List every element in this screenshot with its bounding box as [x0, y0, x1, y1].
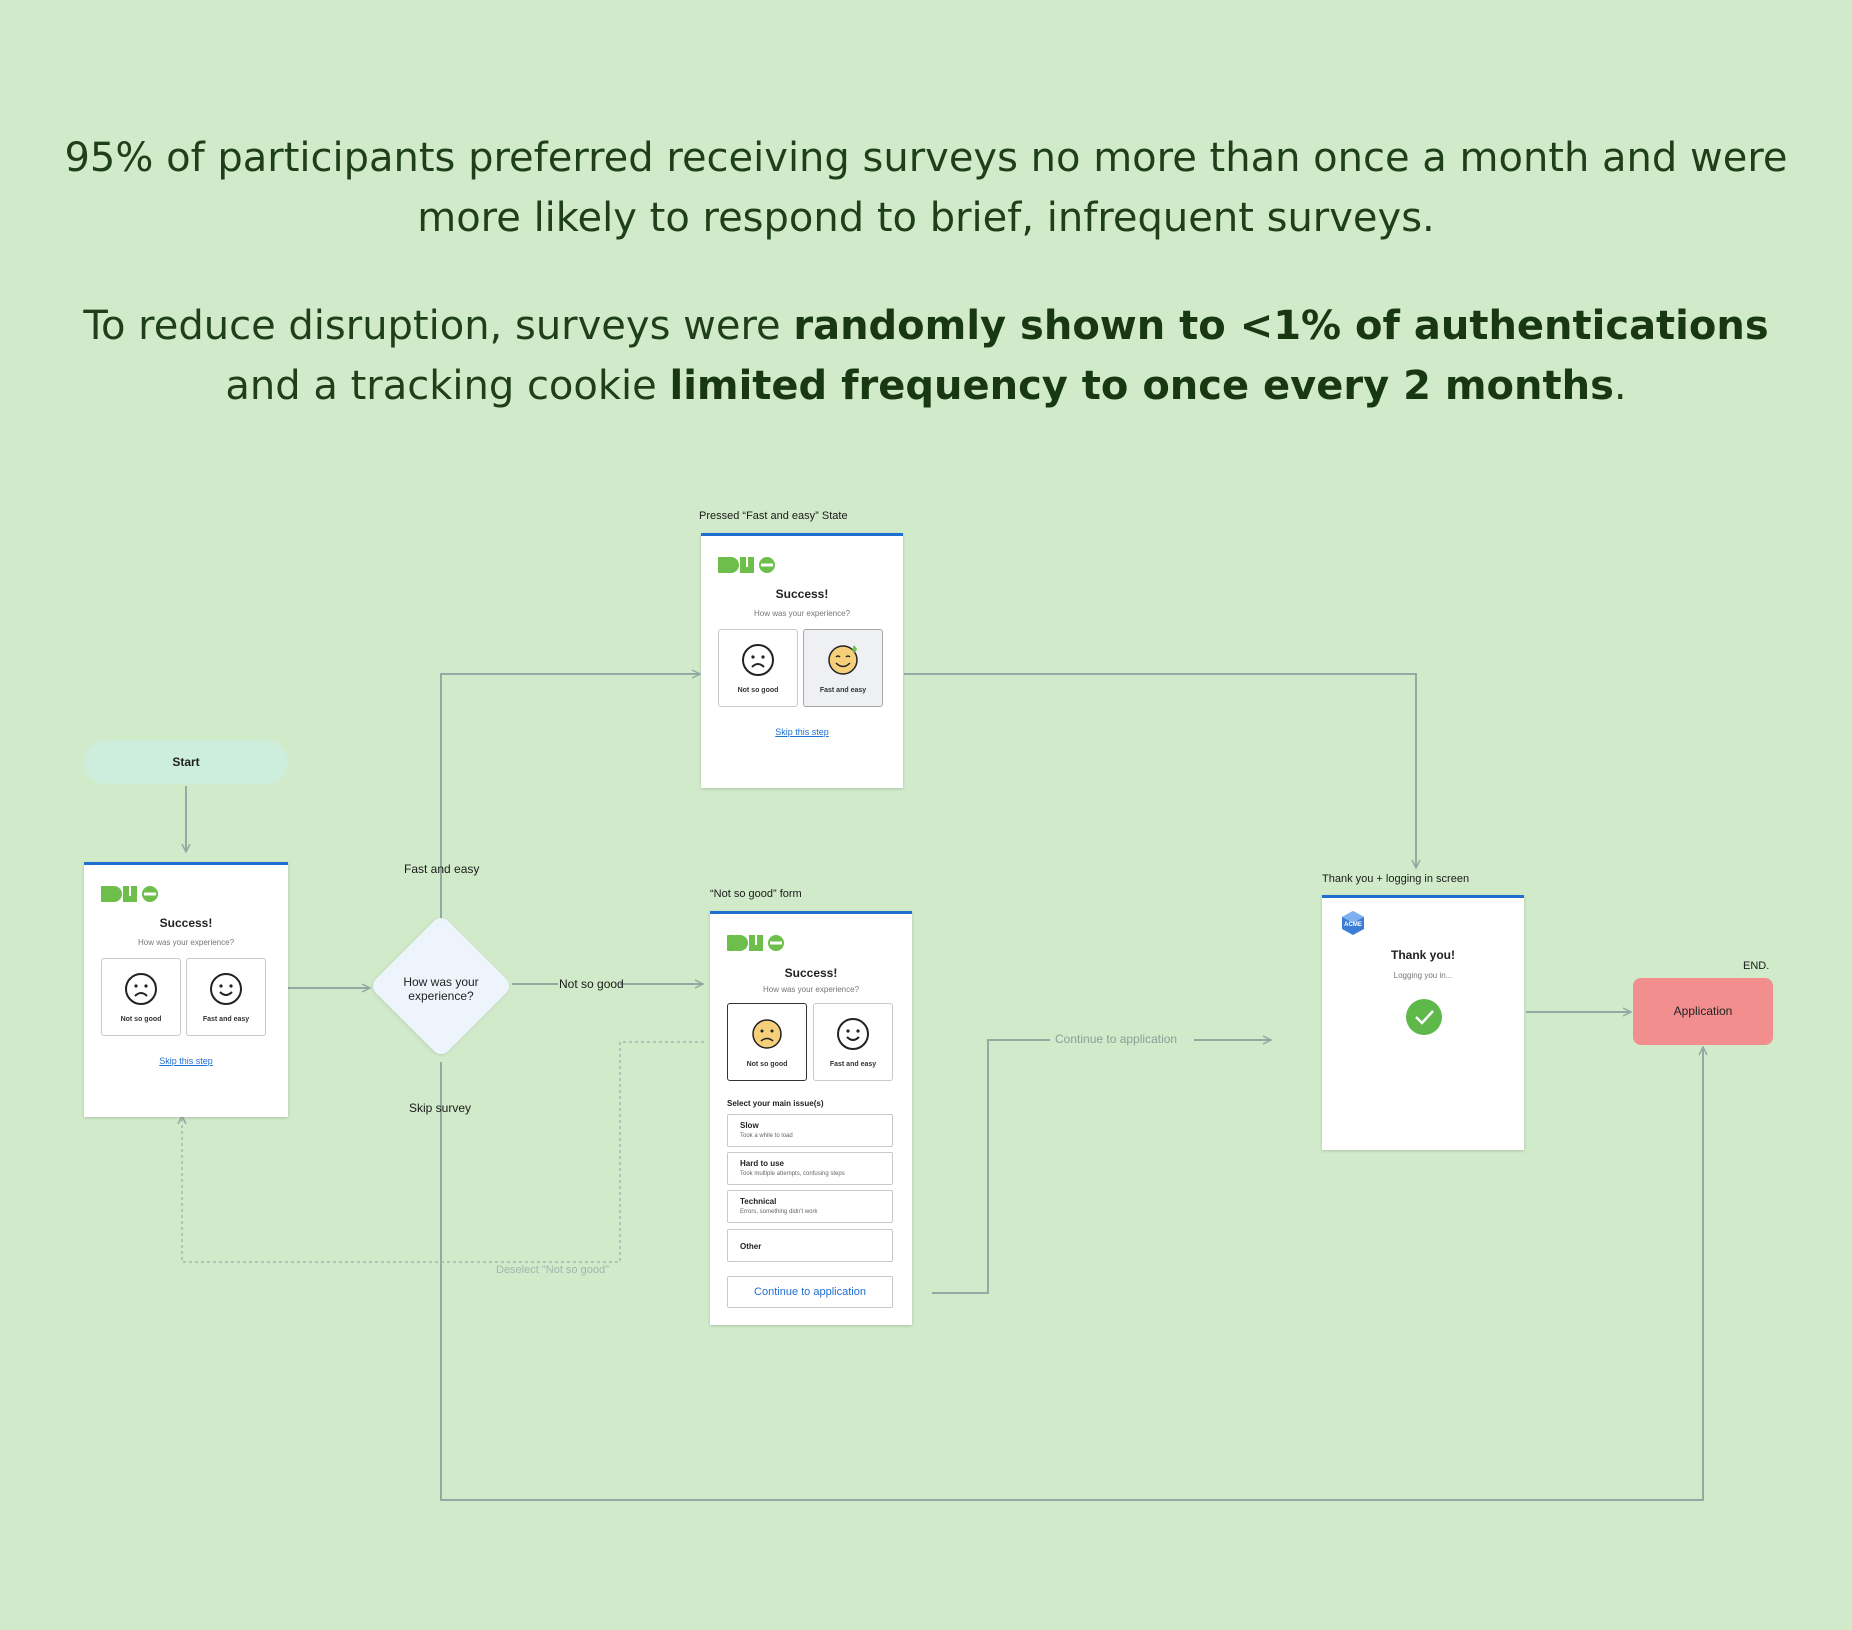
initial-survey-card: Success! How was your experience? Not so…: [84, 862, 288, 1117]
issue-option-slow[interactable]: Slow Took a while to load: [727, 1114, 893, 1147]
headline-approach: To reduce disruption, surveys were rando…: [60, 296, 1792, 416]
edge-continue: [932, 1040, 1271, 1294]
acme-logo-text: ACME: [1344, 922, 1362, 928]
issue-option-other[interactable]: Other: [727, 1229, 893, 1262]
approach-emphasis-2: limited frequency to once every 2 months: [669, 363, 1614, 409]
option-label: Fast and easy: [819, 687, 867, 694]
edge-pressed-to-thankyou: [904, 673, 1416, 868]
option-label: Not so good: [120, 1016, 162, 1023]
happy-emoji-icon: [828, 645, 858, 675]
frown-icon: [742, 644, 774, 676]
approach-text-2: and a tracking cookie: [225, 363, 670, 409]
fast-and-easy-option[interactable]: Fast and easy: [813, 1003, 893, 1081]
option-label: Not so good: [737, 687, 779, 694]
issues-header: Select your main issue(s): [727, 1099, 824, 1108]
card-title: Success!: [159, 916, 213, 930]
pressed-survey-card: Success! How was your experience? Not so…: [701, 533, 903, 788]
approach-text-1: To reduce disruption, surveys were: [83, 303, 794, 349]
issue-title: Slow: [740, 1121, 759, 1130]
not-so-good-option[interactable]: Not so good: [718, 629, 798, 707]
not-so-good-option-selected[interactable]: Not so good: [727, 1003, 807, 1081]
not-so-good-form-card: Success! How was your experience? Not so…: [710, 911, 912, 1325]
skip-link[interactable]: Skip this step: [159, 1056, 213, 1066]
edge-skip-survey: [440, 1047, 1703, 1501]
edge-label-deselect: Deselect "Not so good": [496, 1264, 609, 1276]
card-title: Success!: [775, 587, 829, 601]
option-label: Fast and easy: [829, 1061, 877, 1068]
end-label: END.: [1743, 960, 1770, 972]
not-so-good-option[interactable]: Not so good: [101, 958, 181, 1036]
skip-link[interactable]: Skip this step: [775, 727, 829, 737]
issue-desc: Took a while to load: [740, 1133, 793, 1139]
approach-text-3: .: [1613, 363, 1627, 409]
option-label: Not so good: [746, 1061, 788, 1068]
issue-title: Other: [740, 1242, 762, 1251]
frown-icon: [125, 973, 157, 1005]
issue-title: Hard to use: [740, 1159, 785, 1168]
continue-to-application-button[interactable]: Continue to application: [727, 1276, 893, 1308]
acme-logo-icon: ACME: [1342, 911, 1364, 935]
card-subtitle: How was your experience?: [753, 609, 851, 618]
sad-emoji-icon: [752, 1019, 782, 1049]
application-node: Application: [1633, 978, 1773, 1045]
fast-and-easy-option[interactable]: Fast and easy: [186, 958, 266, 1036]
headline-finding: 95% of participants preferred receiving …: [64, 135, 1788, 241]
duo-logo: [101, 886, 158, 902]
issue-title: Technical: [740, 1197, 777, 1206]
smile-icon: [837, 1018, 869, 1050]
approach-emphasis-1: randomly shown to <1% of authentications: [793, 303, 1769, 349]
edge-fast-and-easy: [440, 674, 700, 920]
edge-label-skip: Skip survey: [409, 1101, 472, 1115]
option-label: Fast and easy: [202, 1016, 250, 1023]
thankyou-card-caption: Thank you + logging in screen: [1322, 873, 1470, 885]
issue-desc: Took multiple attempts, confusing steps: [740, 1171, 845, 1177]
issue-option-hard-to-use[interactable]: Hard to use Took multiple attempts, conf…: [727, 1152, 893, 1185]
notgood-card-caption: “Not so good” form: [710, 888, 802, 900]
smile-icon: [210, 973, 242, 1005]
card-title: Success!: [784, 966, 838, 980]
card-title: Thank you!: [1390, 948, 1455, 962]
success-check-icon: [1406, 999, 1442, 1035]
duo-logo: [727, 935, 784, 951]
issue-desc: Errors, something didn't work: [740, 1209, 818, 1215]
fast-and-easy-option-pressed[interactable]: Fast and easy: [803, 629, 883, 707]
card-subtitle: How was your experience?: [137, 938, 235, 947]
issue-option-technical[interactable]: Technical Errors, something didn't work: [727, 1190, 893, 1223]
edge-deselect: [182, 1041, 704, 1263]
card-subtitle: Logging you in...: [1393, 971, 1453, 980]
edge-label-fast: Fast and easy: [404, 862, 480, 876]
card-subtitle: How was your experience?: [762, 985, 860, 994]
duo-logo: [718, 557, 775, 573]
pressed-card-caption: Pressed “Fast and easy” State: [699, 510, 848, 522]
edge-label-not-good: Not so good: [559, 977, 624, 991]
flow-start: Start: [84, 740, 288, 784]
decision-label: How was your experience?: [403, 975, 479, 1003]
edge-label-continue: Continue to application: [1055, 1032, 1178, 1046]
